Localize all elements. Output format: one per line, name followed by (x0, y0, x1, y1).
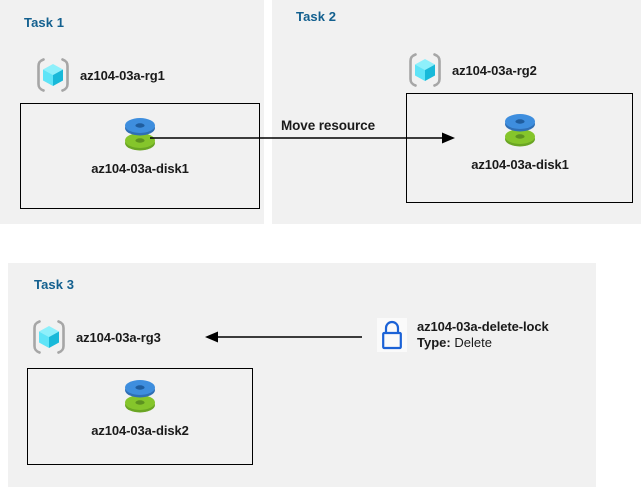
resource-box-task2 (406, 93, 633, 203)
managed-disk-icon (125, 118, 155, 151)
delete-lock-name: az104-03a-delete-lock (417, 319, 549, 334)
resource-group-icon (33, 320, 65, 354)
resource-group-task3: az104-03a-rg3 (30, 318, 161, 356)
move-resource-arrow (150, 132, 455, 144)
delete-lock-type-value: Delete (454, 335, 492, 350)
resource-group-task1: az104-03a-rg1 (34, 56, 165, 94)
panel-task2-title: Task 2 (296, 9, 337, 24)
resource-task3: az104-03a-disk2 (70, 374, 210, 438)
resource-group-task1-label: az104-03a-rg1 (80, 67, 165, 83)
resource-task1-label: az104-03a-disk1 (91, 161, 189, 176)
padlock-icon (377, 318, 407, 352)
arrow-left-icon (205, 331, 218, 343)
delete-lock-type: Type: Delete (417, 335, 549, 351)
panel-task3-title: Task 3 (34, 277, 75, 292)
resource-task2: az104-03a-disk1 (450, 108, 590, 172)
resource-group-task3-label: az104-03a-rg3 (76, 329, 161, 345)
resource-task3-label: az104-03a-disk2 (91, 423, 189, 438)
resource-group-task2-label: az104-03a-rg2 (452, 62, 537, 78)
panel-task1-title: Task 1 (24, 15, 65, 30)
delete-lock-text: az104-03a-delete-lock Type: Delete (417, 318, 549, 351)
delete-lock-type-label: Type: (417, 335, 451, 350)
delete-lock-arrow (205, 331, 362, 343)
move-resource-caption: Move resource (281, 118, 375, 133)
arrow-right-icon (442, 132, 455, 144)
delete-lock-group: az104-03a-delete-lock Type: Delete (377, 318, 549, 352)
managed-disk-icon (505, 114, 535, 147)
resource-group-icon (37, 58, 69, 92)
resource-group-task2: az104-03a-rg2 (406, 51, 537, 89)
managed-disk-icon (125, 380, 155, 413)
resource-task1: az104-03a-disk1 (70, 112, 210, 176)
resource-task2-label: az104-03a-disk1 (471, 157, 569, 172)
resource-group-icon (409, 53, 441, 87)
